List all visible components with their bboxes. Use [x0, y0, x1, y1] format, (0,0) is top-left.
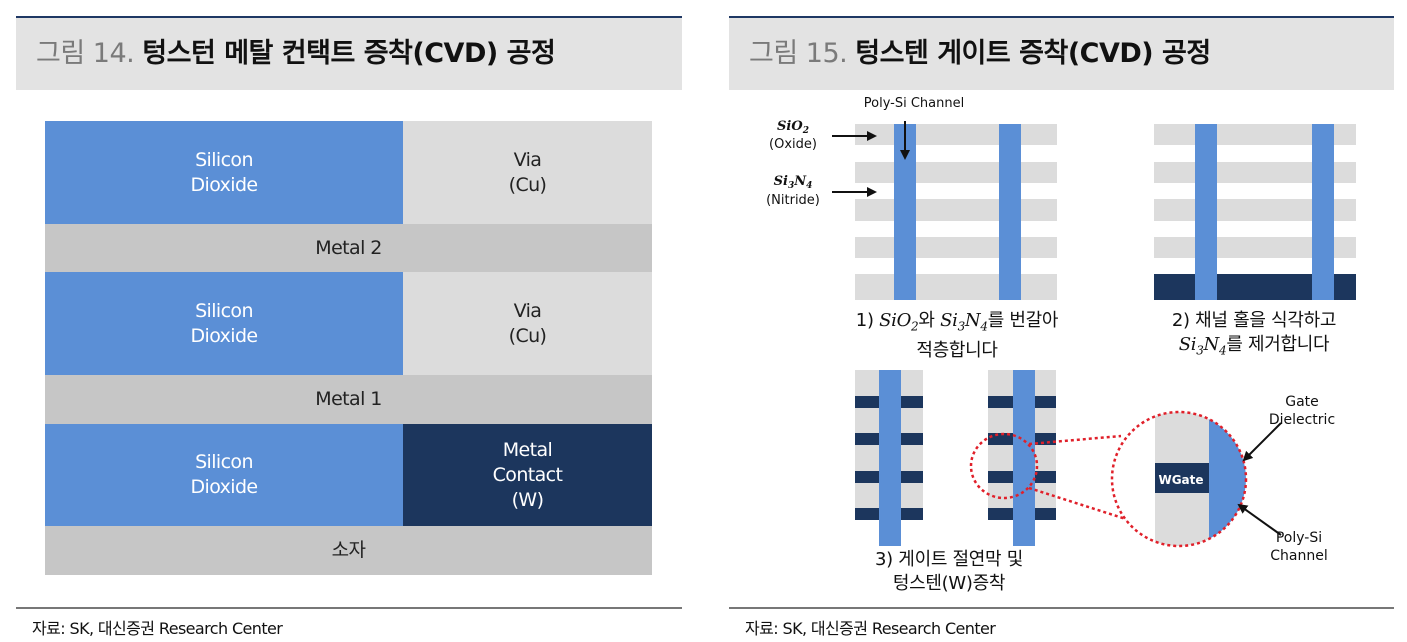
poly-si-channel — [1195, 124, 1217, 300]
step1-line1: 1) SiO2와 Si3N4를 번갈아 — [855, 310, 1059, 334]
step2-line1: 2) 채널 홀을 식각하고 — [1171, 310, 1337, 331]
oxide-layer — [855, 237, 1057, 258]
gate-dielectric-label-2: Dielectric — [1269, 412, 1335, 428]
poly-si-channel — [1013, 370, 1035, 546]
poly-si-channel — [894, 124, 916, 300]
step3-caption: 3) 게이트 절연막 및 텅스텐(W)증착 — [849, 548, 1049, 596]
figure-15: 그림 15. 텅스텐 게이트 증착(CVD) 공정 — [729, 0, 1394, 642]
label-silicon: Silicon — [195, 148, 253, 171]
label-via: Via — [513, 148, 542, 171]
label-device: 소자 — [331, 539, 366, 561]
step2-stack — [1154, 124, 1356, 300]
zoom-callout: WGate — [969, 410, 1248, 548]
step1-stack — [855, 124, 1057, 300]
figure-15-header: 그림 15. 텅스텐 게이트 증착(CVD) 공정 — [729, 16, 1394, 90]
figure-14-title-text: 텅스턴 메탈 컨택트 증착(CVD) 공정 — [142, 38, 556, 69]
figure-14-footer-rule — [16, 607, 682, 609]
step1-line2: 적층합니다 — [916, 339, 998, 361]
figure-15-source: 자료: SK, 대신증권 Research Center — [745, 619, 996, 638]
si3n4-label: Si3N4 — [774, 174, 813, 191]
poly-si-channel — [1312, 124, 1334, 300]
annotation-arrows — [832, 121, 1282, 536]
label-w: (W) — [511, 488, 544, 511]
figure-14-header: 그림 14. 텅스턴 메탈 컨택트 증착(CVD) 공정 — [16, 16, 682, 90]
sio2-label: SiO2 — [777, 119, 809, 136]
zoom-source-circle — [969, 432, 1039, 500]
label-cu: (Cu) — [508, 324, 547, 347]
poly-si-channel-label: Poly-Si Channel — [864, 96, 964, 111]
step3-stack — [855, 370, 1056, 546]
figure-15-footer-rule — [729, 607, 1394, 609]
gate-dielectric-arrow — [1242, 422, 1282, 462]
label-silicon: Silicon — [195, 299, 253, 322]
label-metal: Metal — [502, 438, 553, 461]
wgate-label: WGate — [1158, 473, 1203, 487]
step2-caption: 2) 채널 홀을 식각하고 Si3N4를 제거합니다 — [1149, 309, 1359, 363]
oxide-layer — [855, 124, 1057, 145]
poly-si-label-2: Channel — [1270, 548, 1327, 564]
label-dioxide: Dioxide — [190, 324, 258, 347]
label-dioxide: Dioxide — [190, 173, 258, 196]
figure-14-number: 그림 14. — [36, 38, 135, 69]
via-cu-layer-1: Via(Cu) — [403, 272, 652, 375]
poly-si-channel-arrow — [1237, 503, 1282, 536]
label-metal-2: Metal 2 — [315, 236, 382, 259]
label-dioxide: Dioxide — [190, 476, 258, 498]
poly-si-label-1: Poly-Si — [1276, 530, 1322, 546]
figure-14-title: 그림 14. 텅스턴 메탈 컨택트 증착(CVD) 공정 — [36, 36, 556, 72]
zoom-detail-circle — [1110, 410, 1248, 548]
oxide-layer — [855, 199, 1057, 221]
metal-2-layer: Metal 2 — [45, 224, 652, 272]
figure-15-number: 그림 15. — [749, 38, 848, 69]
zoom-wgate — [1155, 463, 1209, 493]
step2-line2: Si3N4를 제거합니다 — [1178, 334, 1330, 358]
oxide-layer — [855, 274, 1057, 300]
label-silicon: Silicon — [195, 451, 253, 473]
step3-line2: 텅스텐(W)증착 — [892, 573, 1006, 594]
device-layer: 소자 — [45, 526, 652, 575]
figure-15-title-text: 텅스텐 게이트 증착(CVD) 공정 — [855, 38, 1211, 69]
step3-line1: 3) 게이트 절연막 및 — [875, 549, 1023, 570]
label-cu: (Cu) — [508, 173, 547, 196]
nitride-label: (Nitride) — [766, 193, 820, 208]
label-via: Via — [513, 299, 542, 322]
metal-1-layer: Metal 1 — [45, 375, 652, 424]
label-metal-1: Metal 1 — [315, 388, 382, 410]
figure-15-title: 그림 15. 텅스텐 게이트 증착(CVD) 공정 — [749, 36, 1211, 72]
figure-14-source: 자료: SK, 대신증권 Research Center — [32, 619, 283, 638]
poly-si-channel — [879, 370, 901, 546]
gate-dielectric-label-1: Gate — [1285, 394, 1319, 410]
oxide-layer — [855, 162, 1057, 183]
step1-caption: 1) SiO2와 Si3N4를 번갈아 적층합니다 — [837, 309, 1077, 363]
oxide-label: (Oxide) — [769, 137, 817, 152]
label-contact: Contact — [492, 463, 563, 486]
via-cu-layer-2: Via(Cu) — [403, 121, 652, 224]
tungsten-gate-process-diagram: WGate Poly-Si Channel SiO2 (Oxide) Si3N4… — [766, 96, 1356, 564]
poly-si-channel — [999, 124, 1021, 300]
